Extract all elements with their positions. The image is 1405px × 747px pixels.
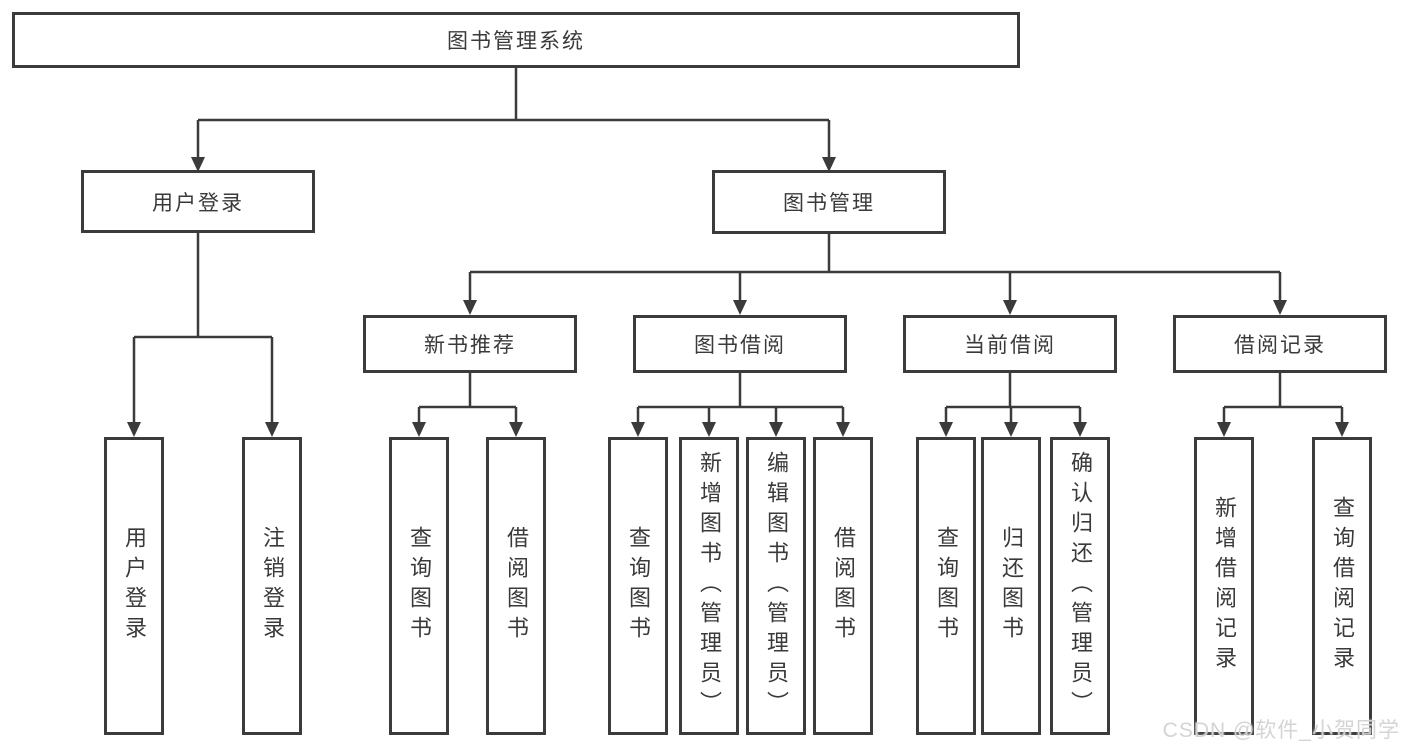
leaf-rec-borrow-book-label: 借阅图书 (504, 526, 529, 646)
node-current-borrowing: 当前借阅 (903, 315, 1117, 373)
leaf-rec-query-book: 查询图书 (389, 437, 449, 735)
arrow-down-icon (127, 422, 141, 437)
connector-book-mgmt (468, 234, 1282, 303)
arrow-down-icon (1073, 422, 1087, 437)
node-book-borrowing-label: 图书借阅 (694, 334, 786, 357)
node-root: 图书管理系统 (12, 12, 1020, 68)
arrow-down-icon (1273, 300, 1287, 315)
leaf-add-borrow-record-label: 新增借阅记录 (1212, 496, 1237, 676)
leaf-cur-return-book: 归还图书 (981, 437, 1041, 735)
arrow-down-icon (702, 422, 716, 437)
arrow-down-icon (509, 422, 523, 437)
arrow-down-icon (733, 300, 747, 315)
node-user-login: 用户登录 (81, 170, 315, 233)
watermark: CSDN @软件_小贺同学 (1162, 719, 1400, 742)
arrow-down-icon (836, 422, 850, 437)
node-new-book-recommendation-label: 新书推荐 (424, 334, 516, 357)
leaf-bor-query-book-label: 查询图书 (626, 526, 651, 646)
connector-borrow-record (1222, 373, 1344, 425)
node-root-label: 图书管理系统 (447, 30, 585, 53)
node-book-management: 图书管理 (712, 170, 946, 234)
arrow-down-icon (1003, 300, 1017, 315)
leaf-user-login-label: 用户登录 (122, 526, 147, 646)
node-user-login-label: 用户登录 (152, 191, 244, 215)
leaf-user-login: 用户登录 (104, 437, 164, 735)
leaf-bor-add-book: 新增图书（管理员） (679, 437, 739, 735)
leaf-bor-add-book-label: 新增图书（管理员） (697, 451, 722, 721)
arrow-down-icon (1335, 422, 1349, 437)
connector-root (196, 68, 831, 160)
leaf-logout: 注销登录 (242, 437, 302, 735)
node-book-management-label: 图书管理 (783, 192, 875, 215)
arrow-down-icon (463, 300, 477, 315)
node-book-borrowing: 图书借阅 (633, 315, 847, 373)
arrowheads (127, 157, 1349, 437)
arrow-down-icon (191, 157, 205, 172)
leaf-bor-edit-book: 编辑图书（管理员） (746, 437, 806, 735)
connector-book-borrow (636, 373, 845, 425)
node-borrowing-records: 借阅记录 (1173, 315, 1387, 373)
arrow-down-icon (412, 422, 426, 437)
leaf-bor-borrow-book: 借阅图书 (813, 437, 873, 735)
leaf-bor-borrow-book-label: 借阅图书 (831, 526, 856, 646)
leaf-rec-query-book-label: 查询图书 (407, 526, 432, 646)
arrow-down-icon (1217, 422, 1231, 437)
leaf-query-borrow-record: 查询借阅记录 (1312, 437, 1372, 735)
leaf-cur-query-book: 查询图书 (916, 437, 976, 735)
leaf-logout-label: 注销登录 (260, 526, 285, 646)
leaf-cur-query-book-label: 查询图书 (934, 526, 959, 646)
arrow-down-icon (265, 422, 279, 437)
node-new-book-recommendation: 新书推荐 (363, 315, 577, 373)
node-borrowing-records-label: 借阅记录 (1234, 334, 1326, 357)
arrow-down-icon (1004, 422, 1018, 437)
arrow-down-icon (822, 157, 836, 172)
leaf-bor-edit-book-label: 编辑图书（管理员） (764, 451, 789, 721)
leaf-rec-borrow-book: 借阅图书 (486, 437, 546, 735)
leaf-query-borrow-record-label: 查询借阅记录 (1330, 496, 1355, 676)
leaf-cur-return-book-label: 归还图书 (999, 526, 1024, 646)
leaf-add-borrow-record: 新增借阅记录 (1194, 437, 1254, 735)
arrow-down-icon (769, 422, 783, 437)
leaf-cur-confirm-return-label: 确认归还（管理员） (1068, 451, 1093, 721)
connector-new-book-rec (417, 373, 518, 425)
arrow-down-icon (939, 422, 953, 437)
arrow-down-icon (631, 422, 645, 437)
node-current-borrowing-label: 当前借阅 (964, 334, 1056, 357)
connector-current-borrow (944, 373, 1082, 425)
leaf-bor-query-book: 查询图书 (608, 437, 668, 735)
connector-user-login (132, 233, 274, 425)
leaf-cur-confirm-return: 确认归还（管理员） (1050, 437, 1110, 735)
